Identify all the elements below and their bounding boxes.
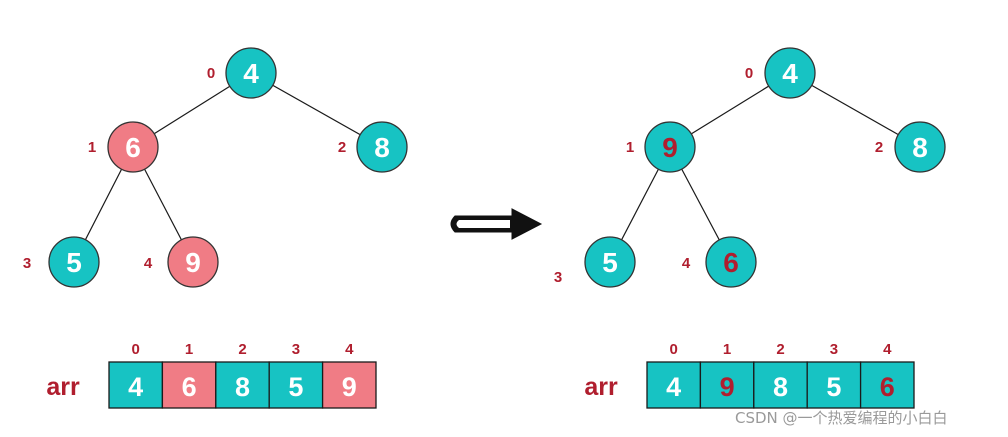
node-circle — [644, 121, 696, 173]
array-index-label: 1 — [185, 341, 193, 358]
tree-node: 94 — [144, 236, 219, 288]
node-circle — [356, 121, 408, 173]
array-cell-box — [268, 361, 324, 409]
array-cell: 4 — [108, 361, 164, 409]
node-index-label: 2 — [338, 139, 346, 156]
tree-node: 40 — [745, 47, 816, 99]
array-index-label: 4 — [345, 341, 354, 358]
node-circle — [225, 47, 277, 99]
array-cell-box — [108, 361, 164, 409]
node-value: 6 — [723, 247, 739, 278]
array-cell-value: 8 — [773, 372, 788, 402]
node-index-label: 3 — [554, 269, 562, 286]
array-cell-value: 5 — [826, 372, 841, 402]
node-circle — [167, 236, 219, 288]
array-cell: 5 — [268, 361, 324, 409]
array-cell-box — [321, 361, 377, 409]
tree-node: 64 — [682, 236, 757, 288]
array-cell-value: 8 — [235, 372, 250, 402]
tree-node: 91 — [626, 121, 696, 173]
node-circle — [107, 121, 159, 173]
array-label: arr — [584, 373, 618, 401]
array-cell-box — [699, 361, 755, 409]
array-cell-value: 4 — [128, 372, 143, 402]
array-cell-value: 9 — [720, 372, 735, 402]
node-index-label: 3 — [23, 255, 31, 272]
node-value: 4 — [243, 58, 259, 89]
array-index-label: 4 — [883, 341, 892, 358]
tree-node: 82 — [338, 121, 408, 173]
array-cell-box — [753, 361, 808, 409]
array-index-label: 2 — [776, 341, 784, 358]
array-cell: 5 — [806, 361, 862, 409]
node-value: 5 — [602, 247, 618, 278]
left-array: arr 4 0 6 1 8 2 5 3 9 4 — [46, 341, 377, 409]
node-circle — [48, 236, 100, 288]
tree-node: 40 — [207, 47, 277, 99]
array-cell-value: 4 — [666, 372, 681, 402]
tree-node: 53 — [554, 236, 636, 288]
array-cell-box — [859, 361, 915, 409]
node-index-label: 1 — [626, 139, 634, 156]
array-cell: 8 — [215, 361, 270, 409]
node-circle — [705, 236, 757, 288]
node-value: 6 — [125, 132, 141, 163]
array-cell: 6 — [859, 361, 915, 409]
node-index-label: 0 — [745, 65, 753, 82]
array-index-label: 2 — [238, 341, 246, 358]
array-index-label: 1 — [723, 341, 731, 358]
node-circle — [584, 236, 636, 288]
node-circle — [894, 121, 946, 173]
right-arrow-icon — [450, 208, 543, 240]
node-value: 5 — [66, 247, 82, 278]
node-circle — [764, 47, 816, 99]
node-value: 9 — [185, 247, 201, 278]
node-index-label: 4 — [682, 255, 691, 272]
array-cell-value: 9 — [342, 372, 357, 402]
array-cell-box — [806, 361, 862, 409]
tree-node: 82 — [875, 121, 946, 173]
node-index-label: 0 — [207, 65, 215, 82]
tree-node: 61 — [88, 121, 159, 173]
array-cell: 9 — [699, 361, 755, 409]
array-label: arr — [46, 373, 80, 401]
watermark-text: CSDN @一个热爱编程的小白白 — [735, 409, 948, 427]
array-cell-value: 6 — [880, 372, 895, 402]
array-cell-box — [215, 361, 270, 409]
node-index-label: 2 — [875, 139, 883, 156]
array-cell: 8 — [753, 361, 808, 409]
node-index-label: 4 — [144, 255, 153, 272]
array-cell: 6 — [161, 361, 217, 409]
array-cell: 4 — [646, 361, 702, 409]
array-index-label: 0 — [132, 341, 140, 358]
node-value: 8 — [374, 132, 390, 163]
array-index-label: 0 — [670, 341, 678, 358]
array-cell-value: 5 — [288, 372, 303, 402]
node-index-label: 1 — [88, 139, 96, 156]
array-cell-value: 6 — [182, 372, 197, 402]
node-value: 9 — [662, 132, 678, 163]
array-index-label: 3 — [292, 341, 300, 358]
array-cell: 9 — [321, 361, 377, 409]
node-value: 8 — [912, 132, 928, 163]
node-value: 4 — [782, 58, 798, 89]
tree-node: 53 — [23, 236, 100, 288]
array-index-label: 3 — [830, 341, 838, 358]
